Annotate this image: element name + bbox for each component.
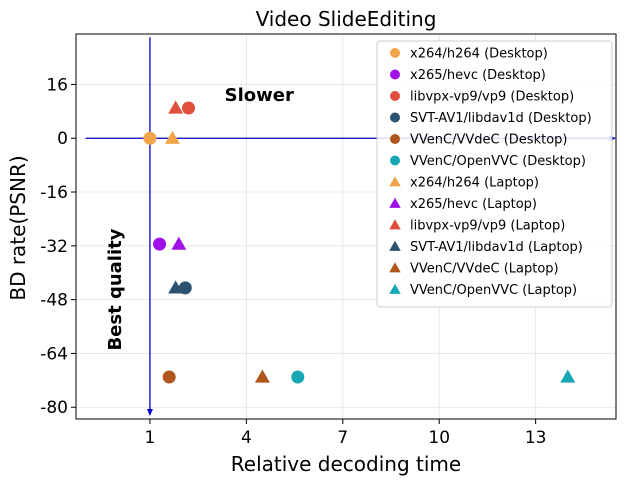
- legend-marker-triangle: [389, 283, 401, 294]
- y-tick-label: 16: [46, 75, 68, 95]
- annotation-best-quality: Best quality: [105, 228, 126, 350]
- x-tick-label: 10: [428, 428, 450, 448]
- y-tick-label: -80: [40, 398, 68, 418]
- legend-label: x264/h264 (Desktop): [410, 47, 548, 62]
- data-point-triangle: [168, 100, 184, 114]
- y-tick-label: -48: [40, 291, 68, 311]
- y-tick-label: -64: [40, 344, 68, 364]
- data-point-circle: [162, 370, 176, 384]
- data-point-circle: [182, 101, 195, 115]
- legend-marker-circle: [390, 91, 400, 101]
- x-axis-ticks: 1 4 7 10 13: [145, 419, 547, 448]
- legend-marker-circle: [390, 48, 400, 58]
- legend-label: x265/hevc (Laptop): [410, 197, 537, 212]
- legend-label: SVT-AV1/libdav1d (Laptop): [410, 240, 583, 255]
- legend-marker-triangle: [389, 176, 401, 187]
- legend-marker-triangle: [389, 197, 401, 208]
- plot-frame: [75, 33, 617, 420]
- y-tick-label: -32: [40, 237, 68, 257]
- legend-label: VVenC/OpenVVC (Laptop): [410, 283, 577, 298]
- data-point-triangle: [171, 236, 187, 250]
- x-tick-label: 7: [337, 428, 348, 448]
- legend-label: x265/hevc (Desktop): [410, 68, 546, 83]
- legend-label: libvpx-vp9/vp9 (Laptop): [410, 219, 565, 234]
- data-point-circle: [153, 237, 167, 251]
- y-axis-ticks: 16 0 -16 -32 -48 -64 -80: [40, 75, 76, 418]
- legend-marker-circle: [390, 155, 400, 166]
- data-point-circle: [143, 131, 157, 145]
- legend-marker-circle: [390, 134, 400, 144]
- legend-marker-triangle: [389, 240, 401, 251]
- data-point-triangle: [164, 130, 180, 144]
- x-tick-label: 4: [241, 428, 252, 448]
- x-tick-label: 13: [525, 428, 547, 448]
- data-point-triangle: [168, 280, 184, 294]
- data-points: [143, 100, 576, 384]
- data-point-triangle: [560, 369, 576, 383]
- legend-items: x264/h264 (Desktop) x265/hevc (Desktop) li…: [389, 47, 592, 298]
- chart-title: Video SlideEditing: [256, 7, 437, 31]
- y-tick-label: 0: [57, 129, 68, 149]
- legend-label: VVenC/OpenVVC (Desktop): [410, 154, 586, 169]
- data-point-circle: [178, 281, 192, 295]
- legend-marker-triangle: [389, 219, 401, 230]
- legend-label: VVenC/VVdeC (Desktop): [410, 133, 567, 148]
- legend: x264/h264 (Desktop) x265/hevc (Desktop) li…: [376, 40, 613, 308]
- legend-marker-triangle: [389, 262, 401, 273]
- legend-marker-circle: [390, 69, 400, 80]
- y-tick-label: -16: [40, 183, 68, 203]
- data-point-triangle: [254, 369, 270, 383]
- annotation-slower: Slower: [225, 85, 294, 106]
- legend-box: [376, 40, 613, 308]
- legend-label: SVT-AV1/libdav1d (Desktop): [410, 111, 592, 126]
- legend-marker-circle: [390, 112, 400, 123]
- legend-label: VVenC/VVdeC (Laptop): [410, 262, 559, 277]
- x-axis-label: Relative decoding time: [231, 452, 461, 476]
- legend-label: libvpx-vp9/vp9 (Desktop): [410, 90, 574, 105]
- y-axis-label: BD rate(PSNR): [6, 155, 30, 300]
- legend-label: x264/h264 (Laptop): [410, 176, 539, 191]
- x-tick-label: 1: [145, 428, 156, 448]
- vertical-arrowhead: [146, 408, 153, 416]
- data-point-circle: [291, 370, 305, 384]
